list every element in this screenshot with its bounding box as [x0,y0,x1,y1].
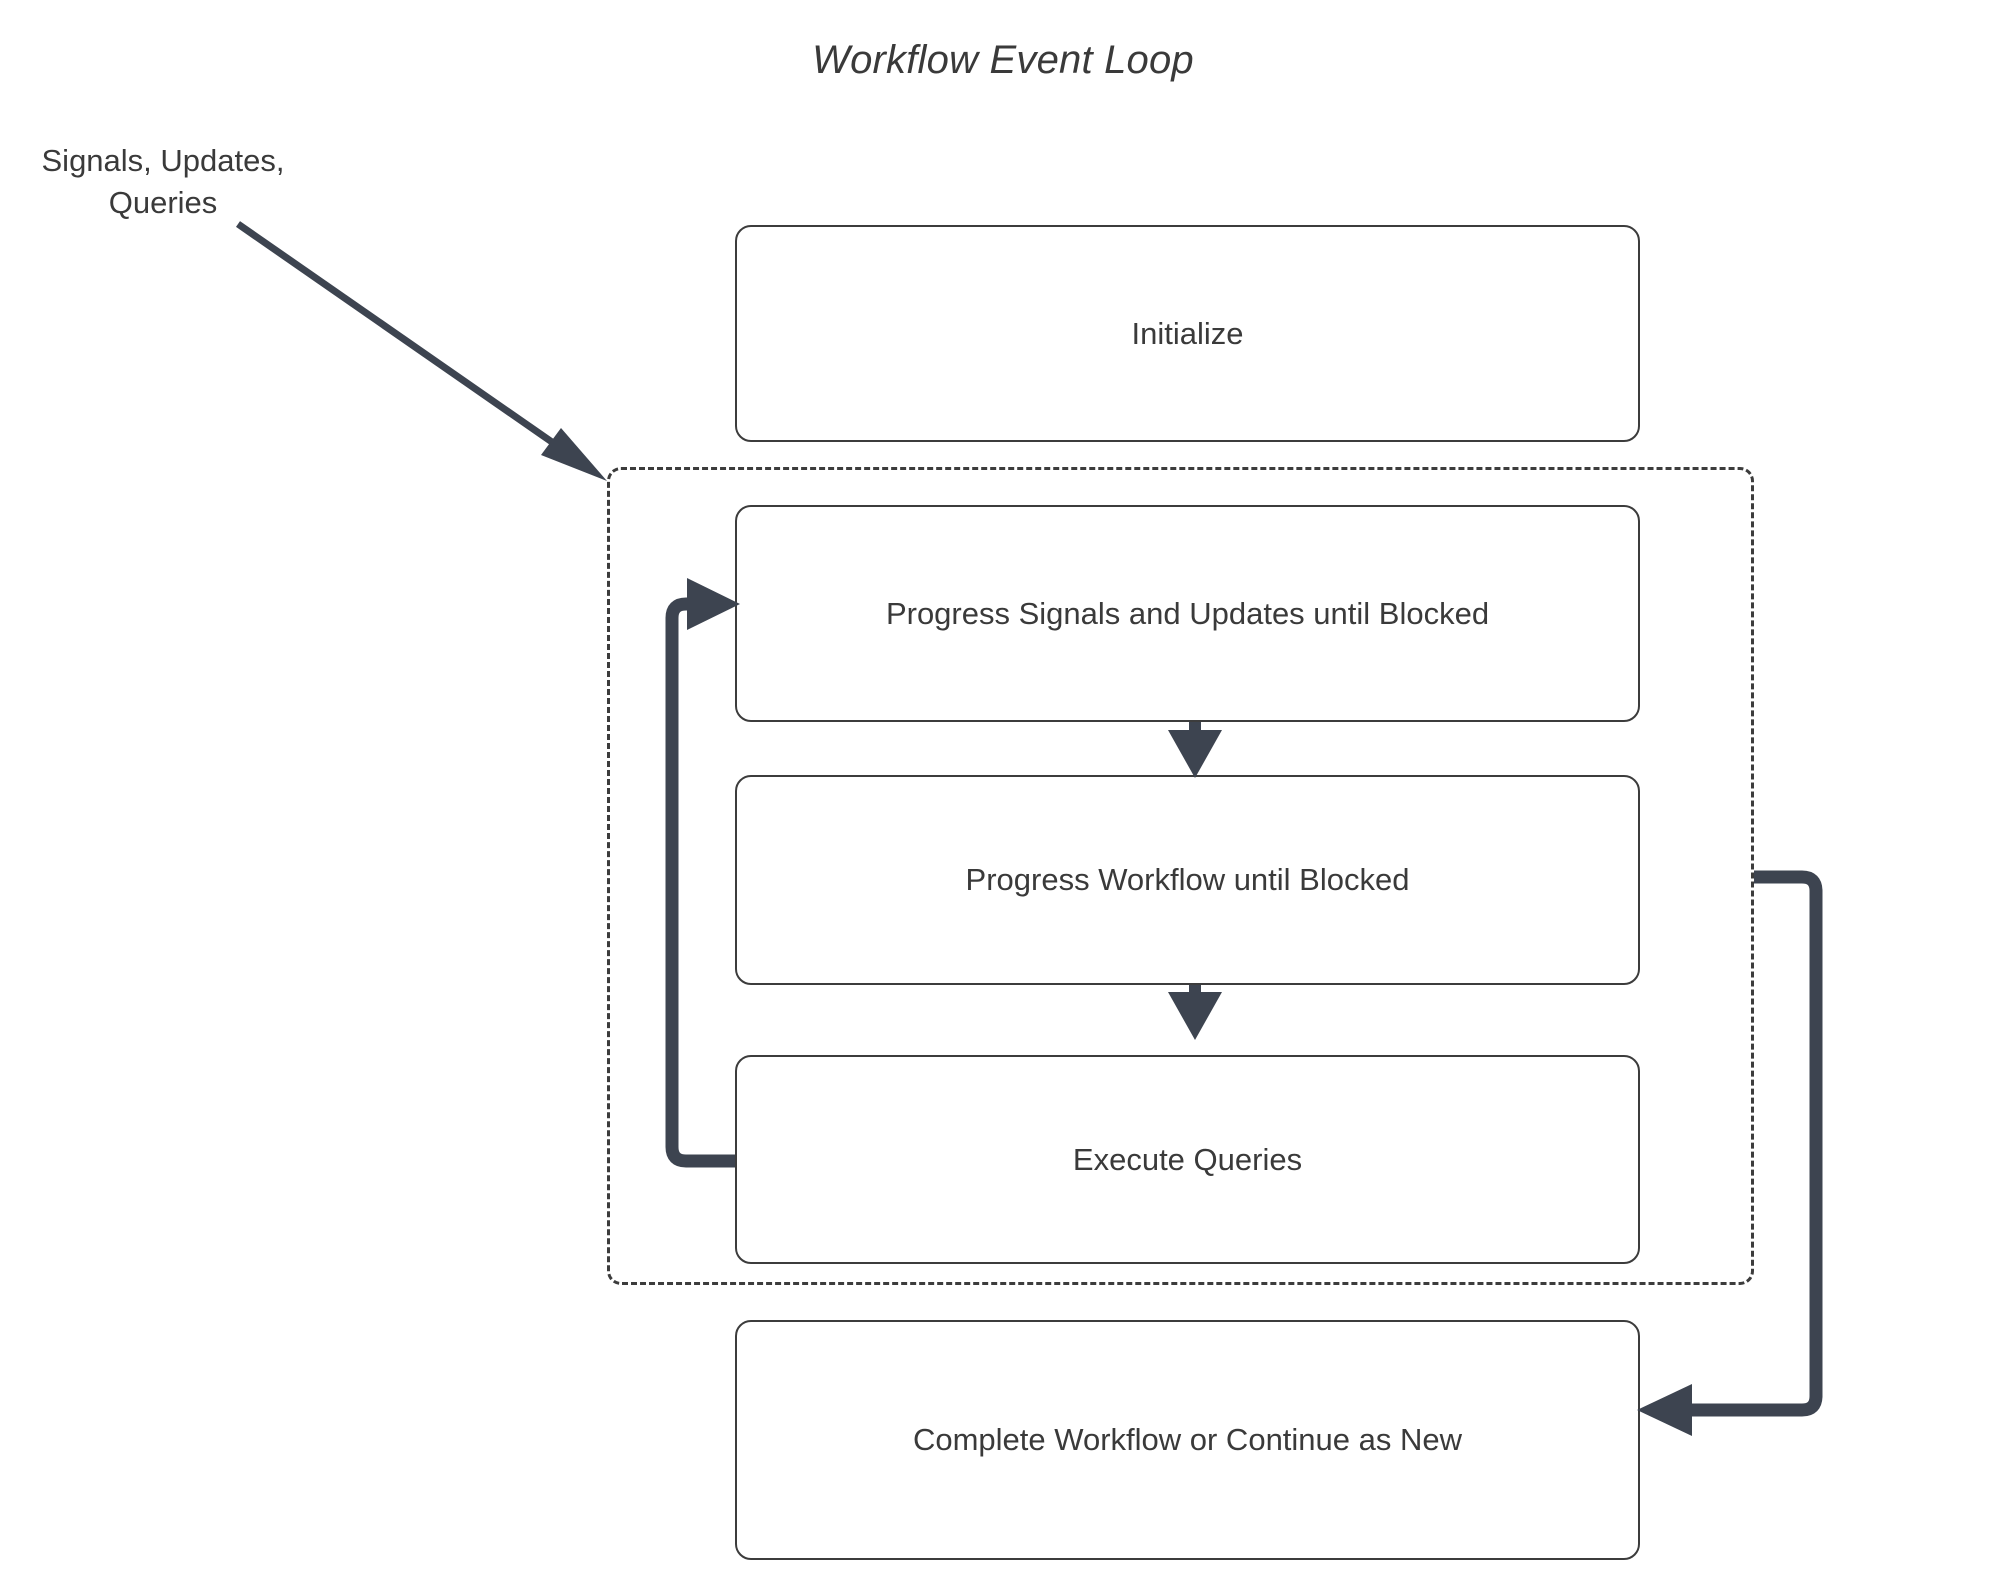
edge-input-to-loop-icon [236,221,607,481]
external-input-label-line1: Signals, Updates, [41,143,285,178]
node-progress-signals[interactable]: Progress Signals and Updates until Block… [735,505,1640,722]
external-input-label-line2: Queries [108,185,218,220]
node-progress-workflow[interactable]: Progress Workflow until Blocked [735,775,1640,985]
node-initialize[interactable]: Initialize [735,225,1640,442]
diagram-title: Workflow Event Loop [812,38,1194,82]
node-execute-queries[interactable]: Execute Queries [735,1055,1640,1264]
node-complete-workflow[interactable]: Complete Workflow or Continue as New [735,1320,1640,1560]
external-input-label: Signals, Updates, Queries [18,140,308,224]
